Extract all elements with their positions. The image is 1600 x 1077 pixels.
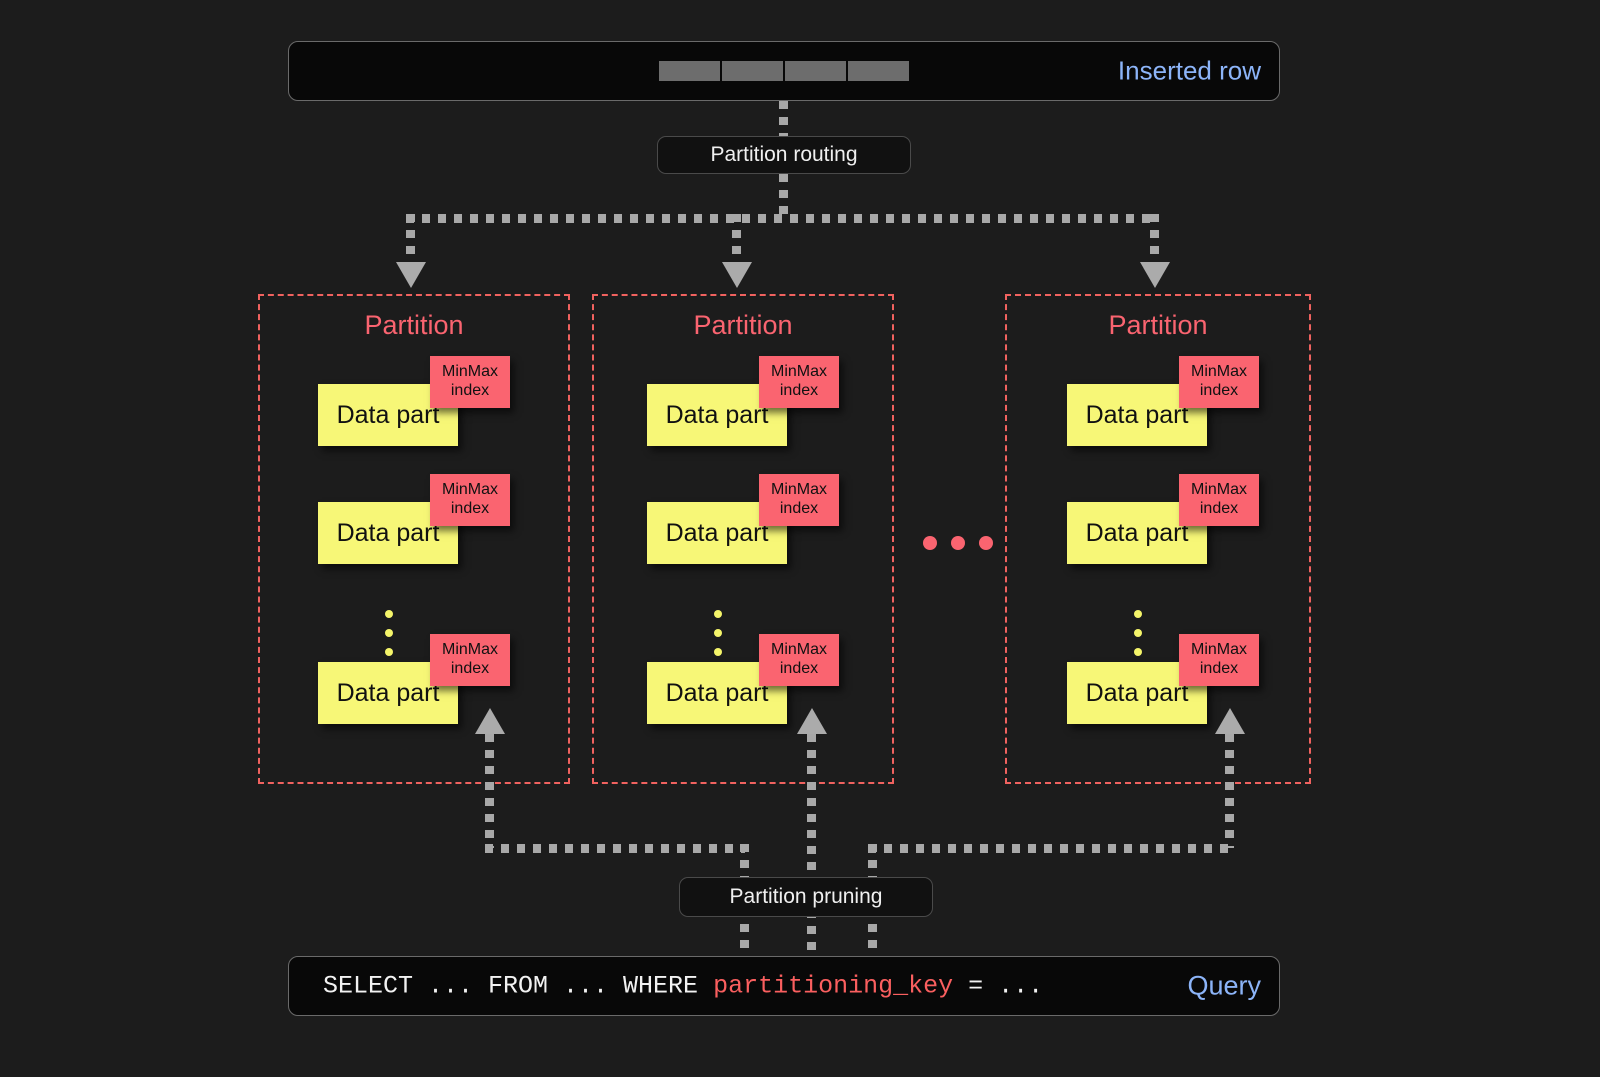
query-prefix: SELECT ... FROM ... WHERE [323,971,714,1001]
arrow-up-partition-2 [797,708,827,734]
minmax-index-box: MinMax index [1179,474,1259,526]
minmax-index-line1: MinMax [1190,641,1247,659]
ellipsis-dot [385,610,393,618]
arrow-up-partition-3 [1215,708,1245,734]
minmax-index-line2: index [450,382,490,399]
minmax-index-line1: MinMax [441,641,498,659]
ellipsis-dot [385,648,393,656]
minmax-index-line2: index [450,500,490,517]
connector-pruning-up-3 [1225,734,1234,848]
arrow-down-partition-1 [396,262,426,288]
minmax-index-box: MinMax index [1179,356,1259,408]
row-cell [848,61,909,81]
minmax-index-line1: MinMax [770,363,827,381]
data-part-box: Data part [1067,662,1207,724]
minmax-index-box: MinMax index [430,474,510,526]
data-part-box: Data part [318,502,458,564]
minmax-index-box: MinMax index [759,634,839,686]
minmax-index-line2: index [450,660,490,677]
partition-title: Partition [693,310,793,340]
query-label: Query [1187,970,1261,1001]
connector-pruning-up-1 [485,734,494,848]
data-part-ellipsis [385,610,393,656]
minmax-index-box: MinMax index [430,634,510,686]
ellipsis-dot [385,629,393,637]
data-part-ellipsis [1134,610,1142,656]
query-text: SELECT ... FROM ... WHERE partitioning_k… [323,972,1043,1001]
inserted-row-cells [659,61,909,81]
partition-box-2: Partition MinMax index Data part MinMax … [592,294,894,784]
row-cell [722,61,783,81]
partition-ellipsis [923,536,993,550]
partition-pruning-label: Partition pruning [729,885,883,908]
ellipsis-dot [714,610,722,618]
minmax-index-line2: index [779,660,819,677]
minmax-index-line2: index [1199,382,1239,399]
query-suffix: = ... [953,971,1044,1001]
arrow-down-partition-2 [722,262,752,288]
partition-pruning-box[interactable]: Partition pruning [679,877,933,917]
ellipsis-dot [979,536,993,550]
minmax-index-line2: index [779,500,819,517]
row-cell [785,61,846,81]
data-part-ellipsis [714,610,722,656]
ellipsis-dot [923,536,937,550]
query-bar: SELECT ... FROM ... WHERE partitioning_k… [288,956,1280,1016]
arrow-down-partition-3 [1140,262,1170,288]
partition-routing-label: Partition routing [710,143,858,166]
minmax-index-box: MinMax index [430,356,510,408]
ellipsis-dot [1134,610,1142,618]
ellipsis-dot [1134,629,1142,637]
connector-pruning-h-1 [485,844,745,853]
connector-routing-branch-1 [406,214,415,266]
data-part-box: Data part [647,502,787,564]
ellipsis-dot [714,629,722,637]
minmax-index-line1: MinMax [441,363,498,381]
partition-title: Partition [364,310,464,340]
partition-box-1: Partition MinMax index Data part MinMax … [258,294,570,784]
inserted-row-label: Inserted row [1117,55,1261,86]
minmax-index-line2: index [779,382,819,399]
connector-routing-branch-3 [1150,214,1159,266]
query-partitioning-key: partitioning_key [713,971,954,1001]
minmax-index-line1: MinMax [1190,363,1247,381]
minmax-index-line2: index [1199,500,1239,517]
minmax-index-box: MinMax index [759,474,839,526]
row-cell [659,61,720,81]
connector-routing-bus [406,214,1158,223]
connector-pruning-h-3 [868,844,1234,853]
ellipsis-dot [1134,648,1142,656]
connector-row-to-routing [779,101,788,136]
minmax-index-line1: MinMax [441,481,498,499]
minmax-index-line2: index [1199,660,1239,677]
minmax-index-line1: MinMax [770,481,827,499]
minmax-index-line1: MinMax [1190,481,1247,499]
minmax-index-line1: MinMax [770,641,827,659]
partition-routing-box[interactable]: Partition routing [657,136,911,174]
inserted-row-bar: Inserted row [288,41,1280,101]
partition-box-3: Partition MinMax index Data part MinMax … [1005,294,1311,784]
partition-title: Partition [1108,310,1208,340]
connector-pruning-up-2 [807,734,816,956]
arrow-up-partition-1 [475,708,505,734]
minmax-index-box: MinMax index [1179,634,1259,686]
connector-routing-branch-2 [732,214,741,266]
ellipsis-dot [714,648,722,656]
ellipsis-dot [951,536,965,550]
connector-routing-stem [779,174,788,218]
minmax-index-box: MinMax index [759,356,839,408]
